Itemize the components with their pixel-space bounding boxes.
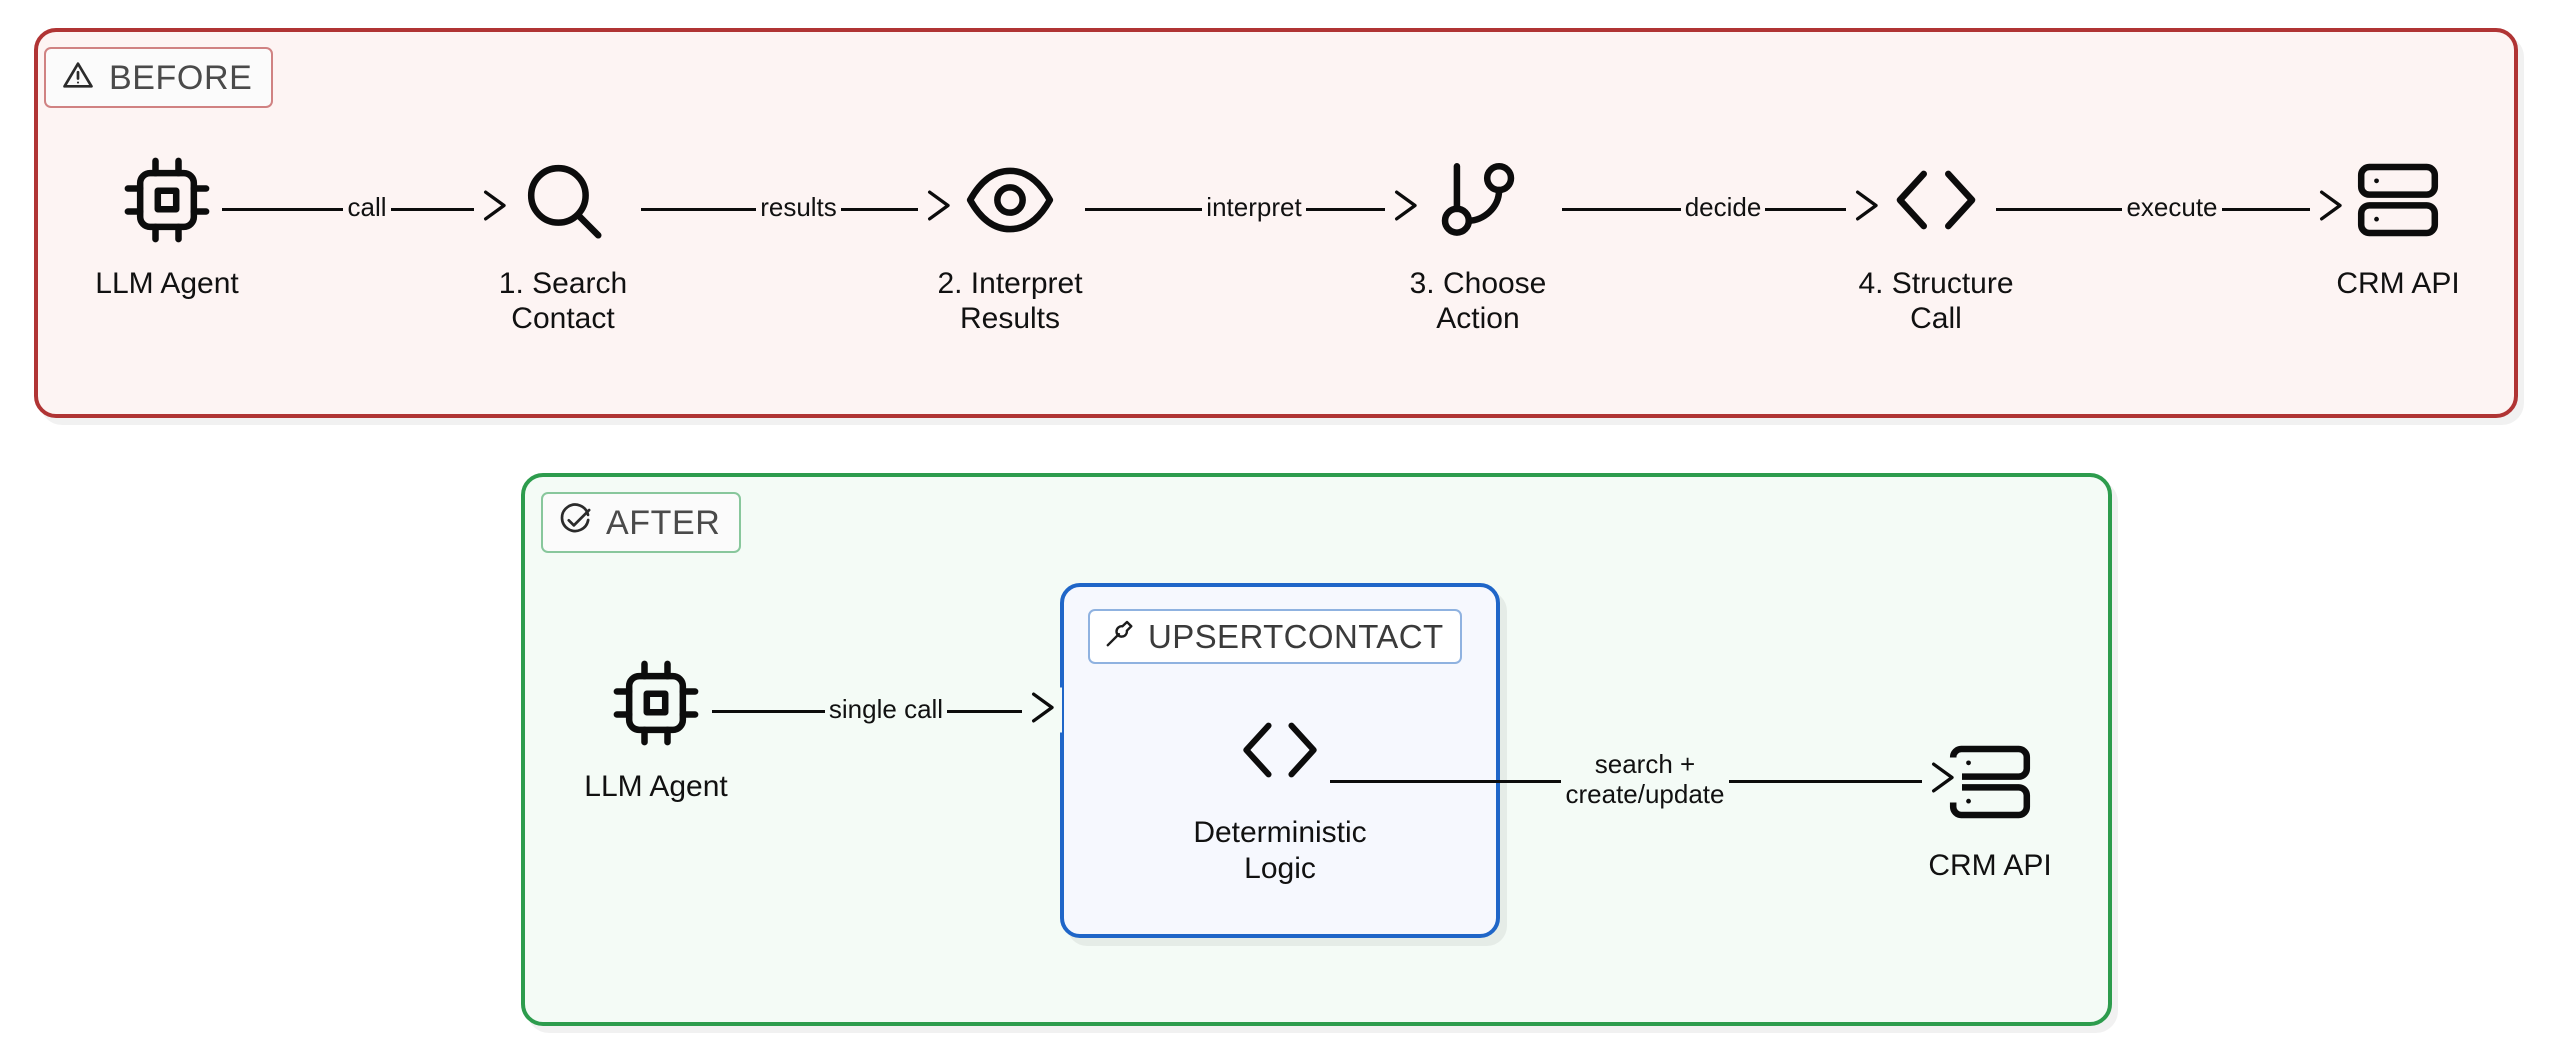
before-node-choose-action: 3. Choose Action xyxy=(1328,152,1628,337)
arrow-head-icon xyxy=(1022,687,1062,733)
arrow-head-icon xyxy=(918,185,958,231)
wrench-icon xyxy=(1103,618,1135,655)
arrow-head-icon xyxy=(2310,185,2350,231)
before-edge-results: results xyxy=(641,178,958,238)
after-edge-label-single-call: single call xyxy=(824,694,948,725)
before-node-structure-call: 4. Structure Call xyxy=(1786,152,2086,337)
upsertcontact-body: Deterministic Logic xyxy=(1064,707,1496,887)
before-edge-label-call: call xyxy=(343,192,391,223)
before-node-search-contact: 1. Search Contact xyxy=(413,152,713,337)
upsertcontact-tool-box: UPSERTCONTACT Deterministic Logic xyxy=(1060,583,1500,938)
before-panel xyxy=(34,28,2518,418)
code-icon xyxy=(1237,707,1323,793)
after-badge-label: AFTER xyxy=(606,503,721,542)
upsertcontact-badge: UPSERTCONTACT xyxy=(1088,609,1462,664)
after-node-llm-agent: LLM Agent xyxy=(506,655,806,804)
circle-check-icon xyxy=(558,503,592,542)
before-node-llm-agent: LLM Agent xyxy=(17,152,317,301)
after-node-crm-api: CRM API xyxy=(1840,734,2140,883)
cpu-icon xyxy=(610,655,702,751)
before-node-label-choose-action: 3. Choose Action xyxy=(1409,267,1547,336)
before-node-label-llm-agent: LLM Agent xyxy=(95,267,239,300)
before-edge-label-interpret: interpret xyxy=(1202,192,1306,223)
git-branch-icon xyxy=(1432,152,1524,248)
cpu-icon xyxy=(121,152,213,248)
after-edge-search-create: search + create/update xyxy=(1330,749,1962,810)
arrow-head-icon xyxy=(474,185,514,231)
after-edge-single-call: single call xyxy=(712,680,1062,740)
code-icon xyxy=(1890,152,1982,248)
upsertcontact-label: Deterministic Logic xyxy=(1193,816,1367,885)
after-edge-label-search-create: search + create/update xyxy=(1561,749,1729,810)
arrow-head-icon xyxy=(1846,185,1886,231)
before-badge: BEFORE xyxy=(44,47,274,108)
before-node-label-structure-call: 4. Structure Call xyxy=(1858,267,2014,336)
arrow-head-icon xyxy=(1385,185,1425,231)
before-node-crm-api: CRM API xyxy=(2248,152,2548,301)
before-edge-label-execute: execute xyxy=(2122,192,2222,223)
after-node-label-llm-agent: LLM Agent xyxy=(584,770,728,803)
search-icon xyxy=(517,152,609,248)
before-edge-interpret: interpret xyxy=(1085,178,1425,238)
before-edge-call: call xyxy=(222,178,514,238)
after-badge: AFTER xyxy=(541,492,742,553)
before-edge-decide: decide xyxy=(1562,178,1886,238)
alert-triangle-icon xyxy=(61,58,95,97)
server-icon xyxy=(2352,152,2444,248)
before-node-interpret-results: 2. Interpret Results xyxy=(860,152,1160,337)
upsertcontact-badge-label: UPSERTCONTACT xyxy=(1148,618,1444,655)
arrow-head-icon xyxy=(1922,757,1962,803)
before-badge-label: BEFORE xyxy=(109,58,253,97)
before-node-label-interpret-results: 2. Interpret Results xyxy=(937,267,1083,336)
before-node-label-crm-api: CRM API xyxy=(2336,267,2460,300)
before-edge-execute: execute xyxy=(1996,178,2350,238)
before-node-label-search-contact: 1. Search Contact xyxy=(498,267,628,336)
after-node-label-crm-api: CRM API xyxy=(1928,849,2052,882)
eye-icon xyxy=(964,152,1056,248)
before-edge-label-results: results xyxy=(756,192,841,223)
before-edge-label-decide: decide xyxy=(1680,192,1766,223)
